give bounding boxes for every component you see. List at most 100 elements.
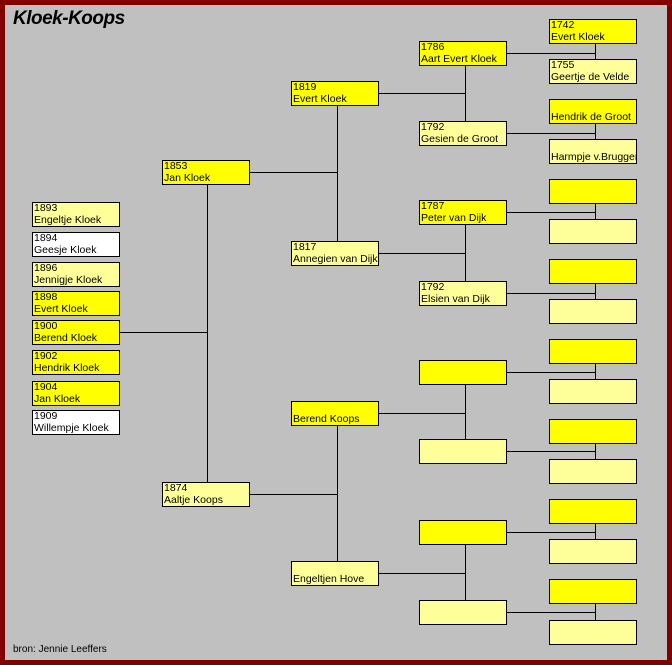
birth-year: 1896 bbox=[34, 262, 58, 274]
birth-year bbox=[550, 140, 636, 152]
connector-line bbox=[595, 44, 596, 59]
page-title: Kloek-Koops bbox=[13, 8, 125, 29]
person-box-great-great-grandparents[interactable] bbox=[549, 620, 637, 645]
connector-line bbox=[507, 532, 595, 533]
person-box-grandparents[interactable]: Engeltjen Hove bbox=[291, 561, 379, 586]
person-name: Hendrik Kloek bbox=[34, 361, 100, 374]
connector-line bbox=[465, 545, 466, 600]
person-name bbox=[550, 352, 636, 364]
connector-line bbox=[507, 133, 595, 134]
person-name: Geesje Kloek bbox=[34, 243, 97, 256]
birth-year bbox=[292, 402, 378, 414]
person-name: Evert Kloek bbox=[34, 302, 88, 315]
birth-year bbox=[550, 580, 636, 592]
birth-year: 1893 bbox=[34, 202, 58, 214]
person-name: Engeltje Kloek bbox=[34, 213, 102, 226]
connector-line bbox=[465, 385, 466, 439]
connector-line bbox=[337, 426, 338, 561]
birth-year: 1792 bbox=[421, 281, 445, 293]
connector-line bbox=[595, 444, 596, 459]
connector-line bbox=[379, 573, 465, 574]
connector-line bbox=[507, 212, 595, 213]
connector-line bbox=[595, 524, 596, 539]
birth-year bbox=[292, 562, 378, 574]
birth-year: 1894 bbox=[34, 232, 58, 244]
person-box-great-great-grandparents[interactable] bbox=[549, 579, 637, 604]
connector-line bbox=[379, 253, 465, 254]
birth-year: 1792 bbox=[421, 121, 445, 133]
connector-line bbox=[465, 66, 466, 121]
birth-year: 1817 bbox=[293, 241, 317, 253]
connector-line bbox=[379, 413, 465, 414]
connector-line bbox=[465, 225, 466, 281]
birth-year: 1819 bbox=[293, 81, 317, 93]
person-name: Berend Kloek bbox=[34, 331, 98, 344]
person-box-great-grandparents[interactable] bbox=[419, 520, 507, 545]
connector-line bbox=[595, 284, 596, 299]
birth-year: 1787 bbox=[421, 200, 445, 212]
birth-year bbox=[550, 100, 636, 112]
birth-year bbox=[420, 361, 506, 373]
person-name: Evert Kloek bbox=[551, 30, 605, 43]
connector-line bbox=[507, 293, 595, 294]
person-name: Geertje de Velde bbox=[551, 70, 630, 83]
person-name: Peter van Dijk bbox=[421, 211, 487, 224]
person-box-great-great-grandparents[interactable] bbox=[549, 419, 637, 444]
person-box-great-great-grandparents[interactable] bbox=[549, 179, 637, 204]
person-name: Berend Koops bbox=[293, 412, 360, 425]
connector-line bbox=[337, 106, 338, 241]
person-box-great-great-grandparents[interactable] bbox=[549, 499, 637, 524]
person-box-grandparents[interactable]: Berend Koops bbox=[291, 401, 379, 426]
person-box-great-great-grandparents[interactable] bbox=[549, 339, 637, 364]
person-name bbox=[550, 512, 636, 524]
person-box-great-great-grandparents[interactable]: Hendrik de Groot bbox=[549, 99, 637, 124]
person-box-great-great-grandparents[interactable] bbox=[549, 539, 637, 564]
person-name bbox=[550, 232, 636, 244]
person-name: Hendrik de Groot bbox=[551, 110, 631, 123]
person-box-great-great-grandparents[interactable] bbox=[549, 259, 637, 284]
person-box-great-grandparents[interactable] bbox=[419, 439, 507, 464]
person-name: Aaltje Koops bbox=[164, 493, 223, 506]
connector-line bbox=[250, 172, 337, 173]
person-box-great-great-grandparents[interactable] bbox=[549, 459, 637, 484]
person-name: Elsien van Dijk bbox=[421, 292, 490, 305]
birth-year: 1904 bbox=[34, 381, 58, 393]
person-box-great-great-grandparents[interactable] bbox=[549, 379, 637, 404]
birth-year bbox=[550, 621, 636, 633]
connector-line bbox=[595, 604, 596, 620]
person-name bbox=[550, 592, 636, 604]
connector-line bbox=[507, 53, 595, 54]
person-name bbox=[550, 472, 636, 484]
person-box-great-grandparents[interactable] bbox=[419, 360, 507, 385]
person-name: Engeltjen Hove bbox=[293, 572, 365, 585]
connector-line bbox=[207, 185, 208, 482]
person-box-great-great-grandparents[interactable] bbox=[549, 299, 637, 324]
person-box-great-great-grandparents[interactable]: Harmpje v.Bruggen bbox=[549, 139, 637, 164]
person-name bbox=[550, 312, 636, 324]
birth-year bbox=[550, 340, 636, 352]
person-box-great-grandparents[interactable] bbox=[419, 600, 507, 625]
birth-year bbox=[550, 300, 636, 312]
person-name: Evert Kloek bbox=[293, 92, 347, 105]
person-box-great-great-grandparents[interactable] bbox=[549, 219, 637, 244]
person-name bbox=[550, 633, 636, 645]
